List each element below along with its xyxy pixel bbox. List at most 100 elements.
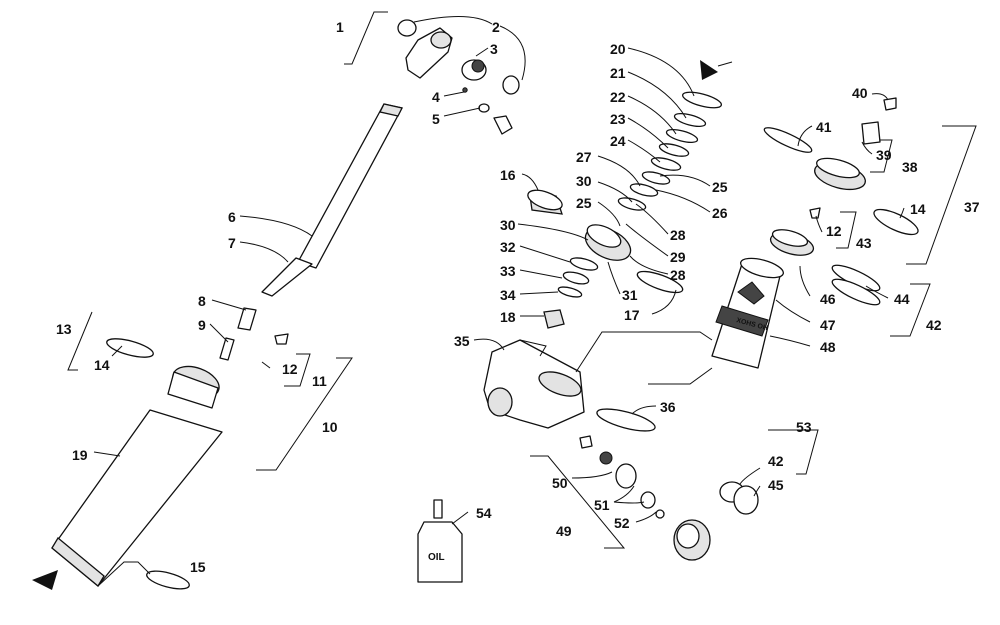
leader-46 <box>799 265 811 297</box>
leader-45 <box>753 485 761 497</box>
leader-lines <box>93 16 905 587</box>
callout-52: 52 <box>614 515 630 531</box>
piston-shaft <box>297 103 403 269</box>
callout-29: 29 <box>670 249 686 265</box>
callout-11: 11 <box>312 373 327 389</box>
leader-36 <box>631 405 657 415</box>
leader-3 <box>475 47 489 57</box>
leader-20 <box>627 47 695 97</box>
leader-23 <box>627 117 669 149</box>
callout-51: 51 <box>594 497 610 513</box>
reservoir-tube-top <box>739 257 785 279</box>
leader-2-b <box>499 25 526 81</box>
callout-14-left: 14 <box>94 357 110 373</box>
main-piston-face <box>586 224 622 248</box>
leader-14-left <box>111 345 123 357</box>
callout-17: 17 <box>624 307 640 323</box>
shim-32 <box>569 257 599 271</box>
reservoir-label-band <box>715 305 769 337</box>
leader-shaft-link <box>575 331 713 373</box>
callout-28-lower: 28 <box>670 267 686 283</box>
leader-51-b <box>613 501 645 504</box>
leader-25-left <box>597 201 621 227</box>
snap-ring-right <box>502 75 520 95</box>
leader-21 <box>627 71 687 119</box>
leader-47 <box>775 299 811 323</box>
callout-46: 46 <box>820 291 836 307</box>
callout-9: 9 <box>198 317 206 333</box>
schrader-valve <box>861 121 881 145</box>
callout-44: 44 <box>894 291 910 307</box>
reservoir-head-group <box>483 339 759 561</box>
leader-29 <box>625 223 669 257</box>
callout-42-right: 42 <box>926 317 942 333</box>
bracket-43 <box>836 211 857 249</box>
callout-53: 53 <box>796 419 812 435</box>
leader-34 <box>519 291 559 295</box>
leader-26 <box>655 189 711 213</box>
shaft-eye-assembly <box>397 19 520 135</box>
callout-7: 7 <box>228 235 236 251</box>
fitting-seal <box>478 103 490 113</box>
leader-16 <box>521 173 539 191</box>
leader-6 <box>239 215 313 237</box>
callout-18: 18 <box>500 309 516 325</box>
shaft-knurl <box>379 103 403 117</box>
brand-logo <box>737 281 765 305</box>
valve-stack <box>527 60 733 329</box>
leader-4 <box>443 91 465 97</box>
leader-35-b <box>519 339 547 357</box>
callout-26: 26 <box>712 205 728 221</box>
leader-25-right <box>659 174 711 187</box>
callout-33: 33 <box>500 263 516 279</box>
callout-21: 21 <box>610 65 626 81</box>
bleed-screw-right <box>809 207 821 219</box>
leader-44 <box>865 285 889 299</box>
bracket-38 <box>870 139 893 173</box>
leader-9 <box>209 323 229 343</box>
callout-43: 43 <box>856 235 872 251</box>
leader-30-lower <box>517 223 589 241</box>
leader-54 <box>451 511 469 525</box>
bracket-10 <box>256 357 353 471</box>
o-ring-45 <box>733 485 759 515</box>
shim-27 <box>629 183 659 197</box>
floating-piston-top <box>771 229 809 247</box>
needle <box>219 337 235 361</box>
callout-1: 1 <box>336 19 344 35</box>
arrow-tail <box>717 61 733 67</box>
callout-3: 3 <box>490 41 498 57</box>
callout-30-upper: 30 <box>576 173 592 189</box>
adjuster-screw <box>579 435 593 449</box>
callout-6: 6 <box>228 209 236 225</box>
shim-23 <box>658 143 690 157</box>
leader-27 <box>597 155 641 187</box>
callout-16: 16 <box>500 167 516 183</box>
leader-12-right <box>815 215 823 233</box>
callout-41: 41 <box>816 119 832 135</box>
callout-30-lower: 30 <box>500 217 516 233</box>
callout-37: 37 <box>964 199 980 215</box>
callout-14-right: 14 <box>910 201 926 217</box>
leader-8 <box>211 299 247 311</box>
callout-47: 47 <box>820 317 836 333</box>
callout-10: 10 <box>322 419 338 435</box>
bracket-13 <box>67 311 93 371</box>
brackets <box>67 11 977 549</box>
adjuster-spring <box>640 491 656 509</box>
leader-24 <box>627 139 661 163</box>
callout-25-left: 25 <box>576 195 592 211</box>
bracket-42-right <box>890 283 931 337</box>
leader-28-upper <box>635 203 669 235</box>
o-ring-14-right <box>873 208 919 236</box>
bracket-37 <box>906 125 977 265</box>
callout-45: 45 <box>768 477 784 493</box>
callout-12-right: 12 <box>826 223 842 239</box>
leader-2-a <box>413 16 493 25</box>
direction-arrow-top <box>700 60 718 80</box>
callout-8: 8 <box>198 293 206 309</box>
shaft-lower <box>261 257 313 297</box>
eyelet-bore <box>430 31 452 49</box>
schrader-cap <box>883 97 897 111</box>
leader-33 <box>519 269 563 279</box>
